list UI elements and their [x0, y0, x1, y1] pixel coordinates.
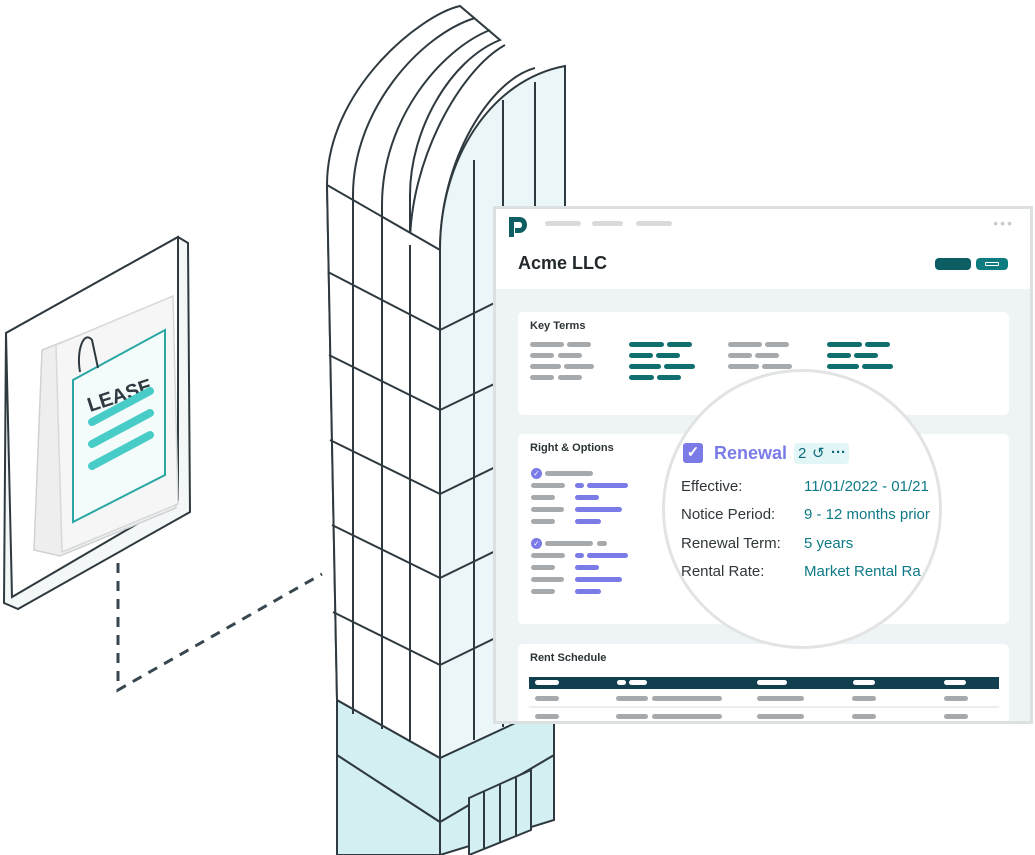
check-icon: ✓ [531, 538, 542, 549]
nav-tab[interactable] [545, 221, 581, 226]
nav-tab[interactable] [636, 221, 672, 226]
renewal-title: Renewal [714, 443, 788, 463]
version-count: 2 [798, 445, 807, 462]
renewal-checkbox[interactable]: ✓ [683, 443, 703, 463]
magnifier-lens: ✓ Renewal 2 ↺ ··· Effective: 11/01/2022 … [662, 369, 942, 649]
key-terms-title: Key Terms [530, 320, 586, 332]
field-label: Rental Rate: [681, 563, 765, 580]
paper-clip-icon [78, 336, 99, 373]
more-icon[interactable]: ··· [831, 444, 846, 461]
rights-options-title: Right & Options [530, 442, 614, 454]
check-icon: ✓ [531, 468, 542, 479]
company-title: Acme LLC [518, 253, 608, 273]
table-row [535, 696, 559, 701]
secondary-action-button[interactable] [976, 258, 1008, 270]
nav-tab[interactable] [592, 221, 623, 226]
rent-schedule-card: Rent Schedule [518, 644, 1009, 721]
field-label: Notice Period: [681, 506, 776, 523]
field-value: 11/01/2022 - 01/21 [804, 478, 929, 495]
rent-schedule-title: Rent Schedule [530, 652, 607, 664]
primary-action-button[interactable] [935, 258, 971, 270]
rent-schedule-header [529, 677, 999, 689]
version-badge[interactable]: 2 ↺ ··· [794, 443, 849, 464]
table-row [535, 714, 559, 719]
field-value: 9 - 12 months prior [804, 506, 930, 523]
field-label: Effective: [681, 478, 743, 495]
p-logo-icon [509, 217, 527, 237]
field-value: Market Rental Ra [804, 563, 921, 580]
more-horizontal-icon[interactable]: ••• [993, 215, 1014, 231]
field-label: Renewal Term: [681, 535, 781, 552]
building-entrance [468, 768, 532, 855]
dashed-connector [116, 563, 323, 693]
history-icon[interactable]: ↺ [812, 445, 825, 462]
field-value: 5 years [804, 535, 854, 552]
